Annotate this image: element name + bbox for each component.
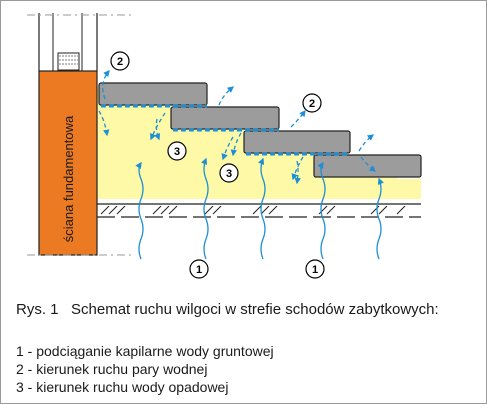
svg-text:2: 2: [309, 98, 315, 110]
moisture-diagram: ściana fundamentowa: [27, 13, 422, 279]
figure-caption: Rys. 1 Schemat ruchu wilgoci w strefie s…: [16, 301, 439, 318]
foundation-wall: [38, 70, 98, 256]
legend-item-3: 3 - kierunek ruchu wody opadowej: [16, 379, 229, 395]
marker-1-right: 1: [305, 259, 325, 279]
step-2: [170, 106, 280, 130]
rain-arrows: [150, 112, 304, 185]
vapour-arrows: [98, 70, 377, 172]
svg-text:3: 3: [226, 168, 232, 180]
figure-title: Schemat ruchu wilgoci w strefie schodów …: [71, 301, 439, 318]
figure-number: Rys. 1: [16, 301, 59, 318]
step-3: [243, 130, 351, 154]
ground-hatch: [97, 203, 421, 218]
capillary-arrows: [135, 157, 384, 260]
wall-hatch-block: [57, 52, 80, 71]
step-1: [98, 82, 208, 106]
svg-text:1: 1: [196, 264, 202, 276]
stair-steps: [98, 82, 422, 178]
mortar-joints: [101, 104, 350, 156]
legend-item-1: 1 - podciąganie kapilarne wody gruntowej: [16, 343, 274, 359]
step-4: [313, 154, 422, 178]
wall-label: ściana fundamentowa: [61, 115, 76, 242]
svg-text:1: 1: [312, 264, 318, 276]
svg-text:3: 3: [174, 146, 180, 158]
marker-3-right: 3: [219, 163, 239, 183]
marker-2-lower: 2: [302, 93, 322, 113]
legend-item-2: 2 - kierunek ruchu pary wodnej: [16, 361, 208, 377]
upper-wall: [27, 13, 133, 71]
marker-1-left: 1: [189, 259, 209, 279]
svg-text:2: 2: [117, 56, 123, 68]
marker-2-upper: 2: [110, 51, 130, 71]
marker-3-left: 3: [167, 141, 187, 161]
